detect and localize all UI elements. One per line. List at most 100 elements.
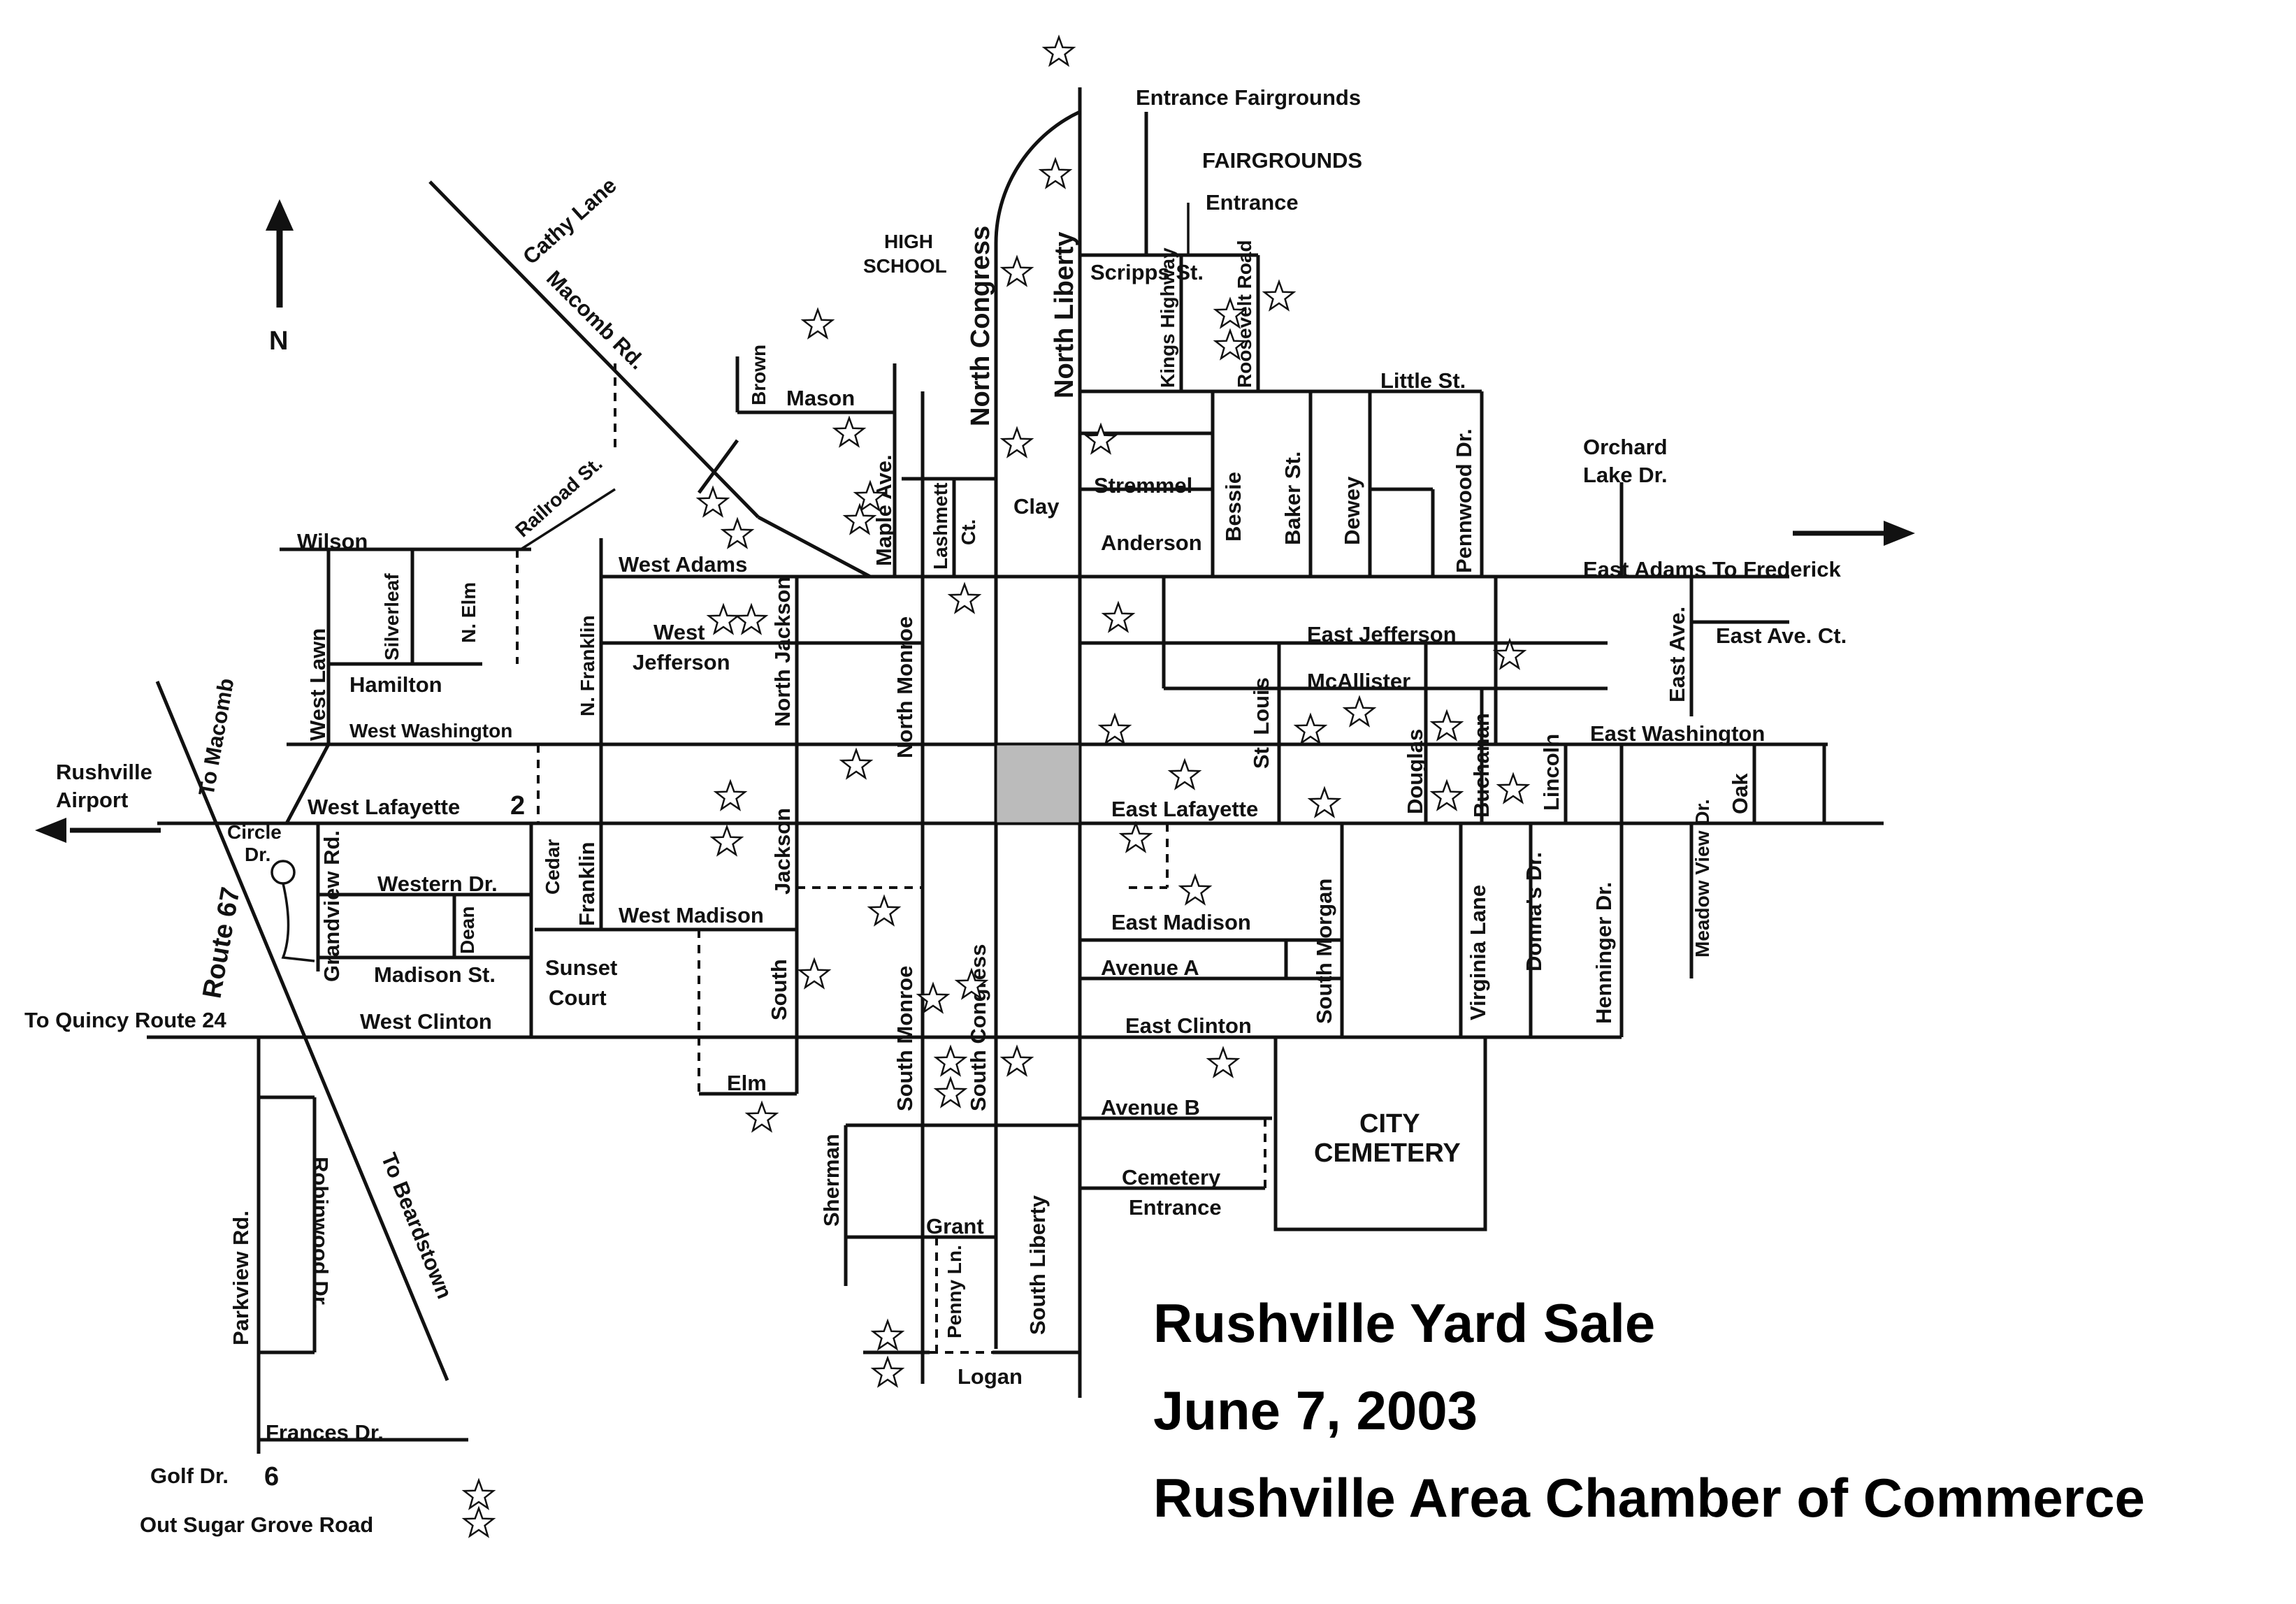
yard-sale-star-icon xyxy=(1097,712,1132,745)
yard-sale-star-icon xyxy=(842,503,877,535)
maple-ave-label: Maple Ave. xyxy=(872,454,896,566)
yard-sale-star-icon xyxy=(734,602,769,635)
city-cemetery-label-2: CEMETERY xyxy=(1314,1139,1461,1168)
grant-label: Grant xyxy=(926,1214,984,1238)
north-congress-label: North Congress xyxy=(966,226,995,426)
fairgrounds-entrance-label: Entrance xyxy=(1206,190,1299,215)
hamilton-label: Hamilton xyxy=(349,672,442,697)
wilson-label: Wilson xyxy=(297,529,368,554)
north-liberty-label: North Liberty xyxy=(1050,231,1079,398)
yard-sale-star-icon xyxy=(461,1477,496,1510)
south-morgan-label: South Morgan xyxy=(1312,879,1336,1024)
mason-label: Mason xyxy=(786,386,855,410)
pennwood-label: Pennwood Dr. xyxy=(1452,428,1476,573)
little-st-label: Little St. xyxy=(1380,368,1466,393)
yard-sale-star-icon xyxy=(999,254,1034,287)
west-arrow-icon xyxy=(35,818,161,843)
fairgrounds-label: FAIRGROUNDS xyxy=(1202,148,1362,173)
yard-sale-star-icon xyxy=(1101,600,1136,633)
yard-sale-markers xyxy=(461,34,1531,1538)
title-line-2: June 7, 2003 xyxy=(1153,1380,1478,1441)
yard-sale-star-icon xyxy=(870,1355,905,1388)
east-madison-label: East Madison xyxy=(1111,910,1251,934)
north-arrow-icon xyxy=(266,199,294,308)
yard-sale-star-icon xyxy=(1206,1046,1241,1078)
scripps-label: Scripps St. xyxy=(1090,260,1204,284)
oak-label: Oak xyxy=(1728,773,1752,814)
mcallister-label: McAllister xyxy=(1307,669,1410,693)
parkview-label: Parkview Rd. xyxy=(229,1211,253,1345)
n-franklin-label: N. Franklin xyxy=(577,615,598,716)
entrance-fairgrounds-label: Entrance Fairgrounds xyxy=(1136,85,1361,110)
grandview-label: Grandview Rd. xyxy=(319,830,344,982)
bessie-label: Bessie xyxy=(1221,472,1246,542)
to-quincy-label: To Quincy Route 24 xyxy=(24,1008,227,1032)
yard-sale-star-icon xyxy=(1492,637,1527,670)
yard-sale-star-icon xyxy=(797,957,832,990)
avenue-a-label: Avenue A xyxy=(1101,955,1199,980)
rotated-labels: Cathy Lane Macomb Rd. Railroad St. Brown… xyxy=(194,173,1752,1345)
yard-sale-star-icon xyxy=(1167,758,1202,790)
penny-ln-label: Penny Ln. xyxy=(944,1245,965,1338)
orchard-lake-label-1: Orchard xyxy=(1583,435,1668,459)
franklin-label: Franklin xyxy=(575,841,599,926)
to-macomb-label: To Macomb xyxy=(194,677,238,797)
yard-sale-star-icon xyxy=(1262,279,1297,312)
baker-st-label: Baker St. xyxy=(1280,451,1305,545)
robinwood-label: Robinwood Dr. xyxy=(308,1157,333,1310)
douglas-label: Douglas xyxy=(1403,729,1427,814)
golf-dr-label: Golf Dr. xyxy=(150,1464,229,1488)
route-67-label: Route 67 xyxy=(198,885,246,1000)
dewey-label: Dewey xyxy=(1340,476,1364,545)
yard-sale-star-icon xyxy=(832,415,867,448)
yard-sale-star-icon xyxy=(709,824,744,857)
yard-sale-star-icon xyxy=(853,479,888,512)
street-network xyxy=(147,87,1884,1454)
circle-dr-label-2: Dr. xyxy=(245,844,270,865)
frances-dr-label: Frances Dr. xyxy=(266,1420,384,1445)
south-label: South xyxy=(767,959,791,1020)
east-jefferson-label: East Jefferson xyxy=(1307,622,1457,646)
yard-sale-star-icon xyxy=(800,307,835,340)
yard-sale-star-icon xyxy=(1178,873,1213,906)
yard-sale-star-icon xyxy=(713,779,748,811)
macomb-rd-label: Macomb Rd. xyxy=(542,266,650,374)
yard-sale-star-icon xyxy=(947,581,982,614)
yard-sale-star-icon xyxy=(1496,772,1531,804)
logan-label: Logan xyxy=(958,1364,1023,1389)
west-jefferson-label-2: Jefferson xyxy=(633,650,730,674)
silverleaf-label: Silverleaf xyxy=(381,573,403,660)
henninger-label: Henninger Dr. xyxy=(1591,882,1616,1024)
yard-sale-star-icon xyxy=(867,894,902,927)
sunset-court-label-1: Sunset xyxy=(545,955,617,980)
madison-st-label: Madison St. xyxy=(374,962,496,987)
north-monroe-label: North Monroe xyxy=(893,616,917,758)
sherman-label: Sherman xyxy=(819,1134,844,1227)
western-dr-label: Western Dr. xyxy=(377,872,498,896)
west-washington-label: West Washington xyxy=(349,720,512,742)
cedar-label: Cedar xyxy=(542,839,563,895)
rushville-airport-label-1: Rushville xyxy=(56,760,152,784)
yard-sale-star-icon xyxy=(1118,821,1153,853)
yard-sale-star-icon xyxy=(1307,786,1342,818)
cemetery-entrance-label-2: Entrance xyxy=(1129,1195,1222,1220)
east-ave-label: East Ave. xyxy=(1665,607,1689,702)
south-monroe-label: South Monroe xyxy=(893,966,917,1111)
yard-sale-star-icon xyxy=(933,1076,968,1108)
st-louis-label: St. Louis xyxy=(1249,677,1273,769)
south-liberty-label: South Liberty xyxy=(1025,1194,1050,1335)
yard-sale-star-icon xyxy=(1429,709,1464,742)
virginia-lane-label: Virginia Lane xyxy=(1466,885,1490,1020)
yard-sale-star-icon xyxy=(695,485,730,518)
title-line-3: Rushville Area Chamber of Commerce xyxy=(1153,1467,2145,1529)
east-ave-ct-label: East Ave. Ct. xyxy=(1716,623,1847,648)
yard-sale-star-icon xyxy=(1342,695,1377,728)
rushville-airport-label-2: Airport xyxy=(56,788,128,812)
yard-sale-star-icon xyxy=(916,981,951,1014)
east-washington-label: East Washington xyxy=(1590,721,1765,746)
orchard-lake-label-2: Lake Dr. xyxy=(1583,463,1668,487)
yard-sale-star-icon xyxy=(954,967,989,1000)
yard-sale-star-icon xyxy=(1083,422,1118,455)
yard-sale-star-icon xyxy=(1293,712,1328,745)
